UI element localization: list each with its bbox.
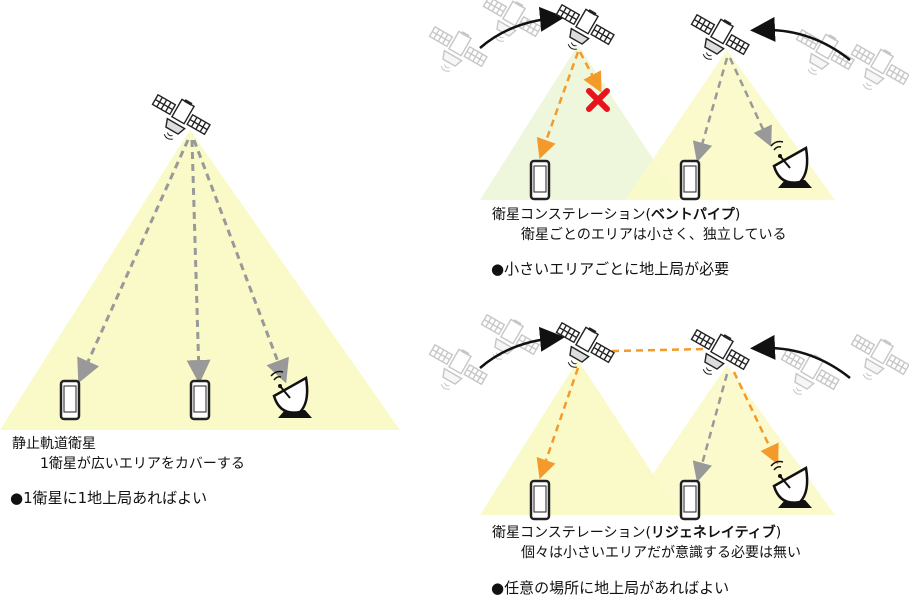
inter-satellite-link — [611, 347, 706, 353]
orbit-direction-arrow — [479, 326, 565, 369]
title-bold: ベントパイプ — [650, 207, 735, 223]
downlink-arrow — [692, 373, 729, 483]
phone-icon — [679, 479, 701, 521]
faded-satellite-icon — [417, 17, 493, 87]
geo-description: 1衛星が広いエリアをカバーする — [40, 456, 245, 472]
orbit-direction-arrow — [479, 6, 565, 49]
blocked-x-icon — [586, 88, 610, 112]
faded-satellite-icon — [471, 0, 547, 57]
faded-satellite-icon — [784, 20, 860, 90]
uplink-arrow — [536, 367, 580, 480]
faded-satellite-icon — [839, 325, 909, 395]
phone-icon — [529, 479, 551, 521]
blocked-link-arrow — [578, 51, 602, 93]
phone-icon — [189, 379, 211, 421]
satellite-icon — [679, 320, 755, 390]
title-bold: リジェネレイティブ — [650, 525, 776, 541]
geo-coverage-area — [0, 130, 400, 430]
downlink-arrow — [186, 139, 211, 384]
uplink-arrow — [536, 51, 580, 160]
satellite-icon — [679, 5, 755, 75]
orbit-direction-arrow — [750, 334, 851, 379]
orbit-direction-arrow — [750, 16, 851, 61]
title-suffix: ) — [775, 525, 782, 541]
geo-title: 静止軌道衛星 — [12, 436, 96, 452]
downlink-arrow — [77, 139, 190, 384]
regen-note: ●任意の場所に地上局があればよい — [491, 579, 730, 597]
bentpipe-description: 衛星ごとのエリアは小さく、独立している — [521, 227, 787, 243]
title-suffix: ) — [734, 207, 741, 223]
faded-satellite-icon — [839, 35, 909, 105]
faded-satellite-icon — [469, 305, 545, 375]
regen-title: 衛星コンステレーション(リジェネレイティブ) — [492, 522, 781, 542]
downlink-arrow — [692, 57, 729, 163]
title-prefix: 衛星コンステレーション( — [492, 525, 651, 541]
bentpipe-coverage-area-1 — [480, 45, 680, 200]
faded-satellite-icon — [417, 335, 493, 405]
faded-satellite-icon — [769, 340, 845, 410]
downlink-arrow — [728, 57, 772, 147]
phone-icon — [529, 159, 551, 201]
phone-icon — [59, 379, 81, 421]
title-prefix: 衛星コンステレーション( — [492, 207, 651, 223]
geo-note: ●1衛星に1地上局あればよい — [10, 489, 208, 507]
geo-satellite-icon — [140, 85, 216, 155]
downlink-arrow — [192, 139, 289, 384]
regen-coverage-area-1 — [480, 360, 680, 515]
bentpipe-note: ●小さいエリアごとに地上局が必要 — [491, 260, 730, 278]
bentpipe-title: 衛星コンステレーション(ベントパイプ) — [492, 204, 740, 224]
phone-icon — [679, 159, 701, 201]
feeder-link-arrow — [732, 371, 779, 465]
regen-description: 個々は小さいエリアだが意識する必要は無い — [521, 545, 801, 561]
